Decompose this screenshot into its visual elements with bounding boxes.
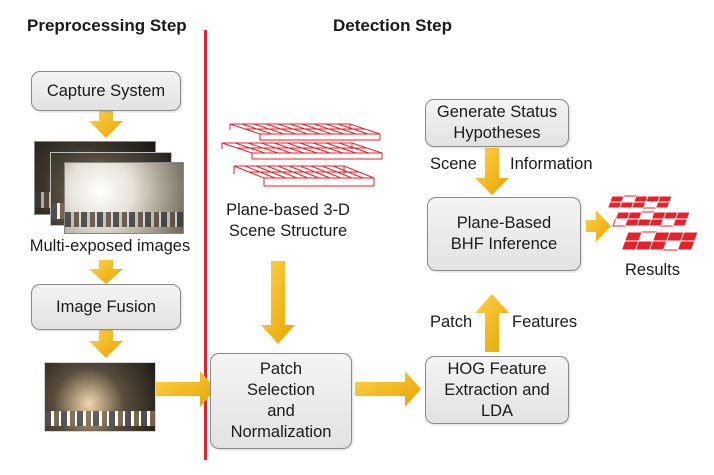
- arrow-capture-to-images: [89, 111, 123, 138]
- arrow-bhf-to-results: [586, 210, 611, 242]
- fused-image: [44, 362, 156, 432]
- arrow-patch-to-hog: [355, 371, 421, 407]
- results-grids: [606, 195, 699, 251]
- arrow-scene-info: [475, 148, 509, 195]
- arrow-images-to-fusion: [89, 260, 123, 284]
- information-label: Information: [510, 155, 593, 173]
- generate-hypotheses-box: Generate Status Hypotheses: [425, 99, 569, 147]
- multi-exposed-label: Multi-exposed images: [29, 237, 191, 255]
- hog-feature-box: HOG Feature Extraction and LDA: [425, 356, 569, 424]
- arrow-fusion-to-photo: [89, 330, 123, 358]
- scene-label: Scene: [430, 155, 477, 173]
- scene-structure-label: Plane-based 3-D Scene Structure: [226, 201, 350, 240]
- features-label: Features: [512, 313, 578, 331]
- results-label: Results: [625, 261, 681, 279]
- image-fusion-box: Image Fusion: [31, 284, 181, 330]
- patch-selection-box: Patch Selection and Normalization: [210, 353, 352, 449]
- arrow-patch-features: [475, 294, 509, 352]
- exposure-image-3: [64, 162, 184, 234]
- capture-system-box: Capture System: [31, 71, 181, 111]
- preprocessing-heading: Preprocessing Step: [27, 16, 187, 35]
- step-divider: [204, 30, 207, 460]
- patch-label: Patch: [430, 313, 473, 331]
- detection-heading: Detection Step: [333, 16, 453, 35]
- arrow-photo-to-patch: [155, 371, 216, 407]
- scene-structure-wireframe: [221, 123, 383, 187]
- arrow-structure-to-patch: [261, 261, 295, 344]
- bhf-inference-box: Plane-Based BHF Inference: [427, 197, 581, 271]
